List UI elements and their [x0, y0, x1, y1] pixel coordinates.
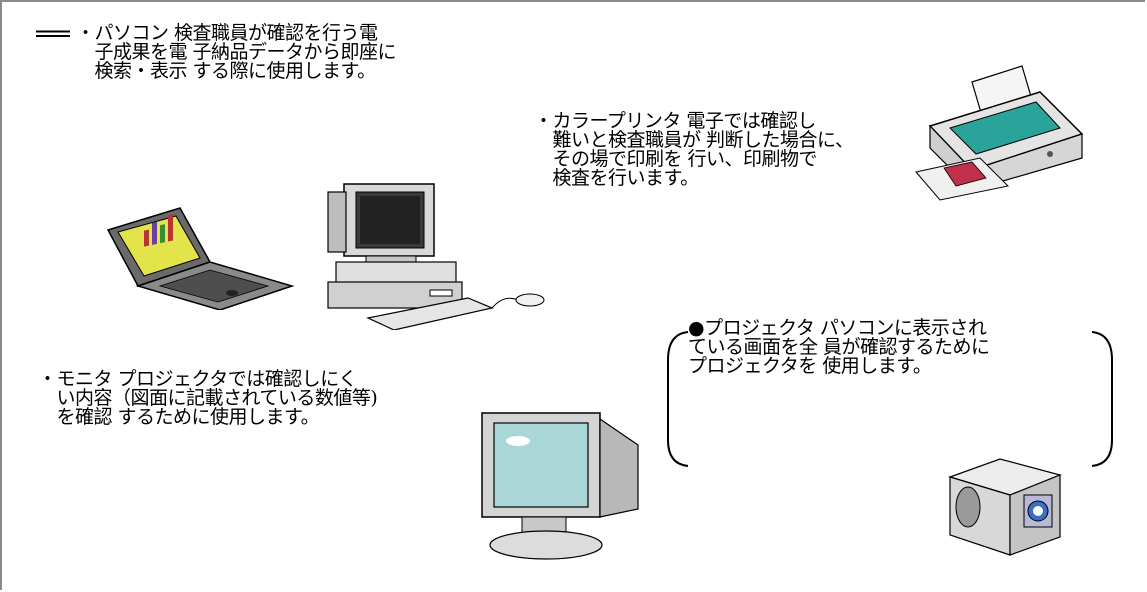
pc-description: ・パソコン 検査職員が確認を行う電 子成果を電 子納品データから即座に 検索・表… [76, 22, 397, 82]
monitor-icon [481, 412, 639, 560]
double-line-mark [36, 30, 70, 37]
printer-description: ・カラープリンタ 電子では確認し 難いと検査職員が 判断した場合に、 その場で印… [534, 110, 854, 189]
laptop-icon [106, 207, 295, 310]
projector-bracket [667, 331, 1113, 467]
monitor-description: ・モニタ プロジェクタでは確認しにく い内容（図面に記載されている数値等) を確… [38, 368, 378, 428]
desktop-computer-icon [327, 183, 545, 330]
projector-icon [948, 458, 1062, 556]
printer-icon [915, 65, 1084, 201]
projector-description: ●プロジェクタ パソコンに表示され ている画面を全 員が確認するために プロジェ… [688, 317, 990, 377]
